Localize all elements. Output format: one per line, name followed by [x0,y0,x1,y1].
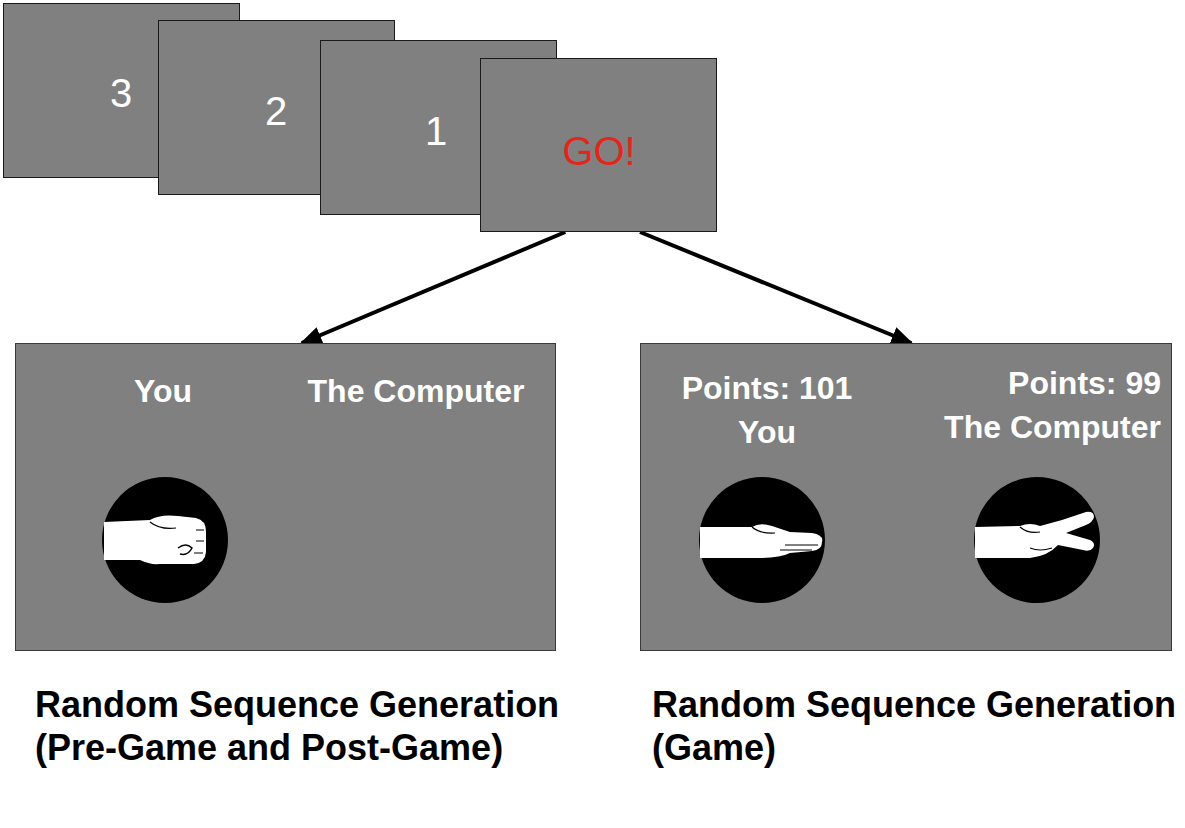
player-label: The Computer [308,374,525,409]
score-label: Points: 101 [682,371,853,406]
scissors-hand-icon [974,477,1100,603]
rock-hand-icon [102,477,228,603]
countdown-number: 1 [425,109,447,153]
go-signal: GO! [562,129,635,173]
game-screen: You The Computer [15,343,556,651]
countdown-number: 3 [110,71,132,115]
score-label: Points: 99 [1008,366,1161,401]
flow-arrow [302,232,566,343]
flow-arrow [640,232,911,343]
figure-caption: Random Sequence Generation (Pre-Game and… [35,683,560,769]
game-screen: Points: 101You Points: 99 The Computer [640,343,1172,651]
player-label: You [738,415,796,450]
go-screen: GO! [480,58,717,232]
paper-hand-icon [699,477,825,603]
player-label: The Computer [944,410,1161,445]
countdown-number: 2 [265,89,287,133]
player-label: You [134,374,192,409]
figure-caption: Random Sequence Generation (Game) [652,683,1177,769]
